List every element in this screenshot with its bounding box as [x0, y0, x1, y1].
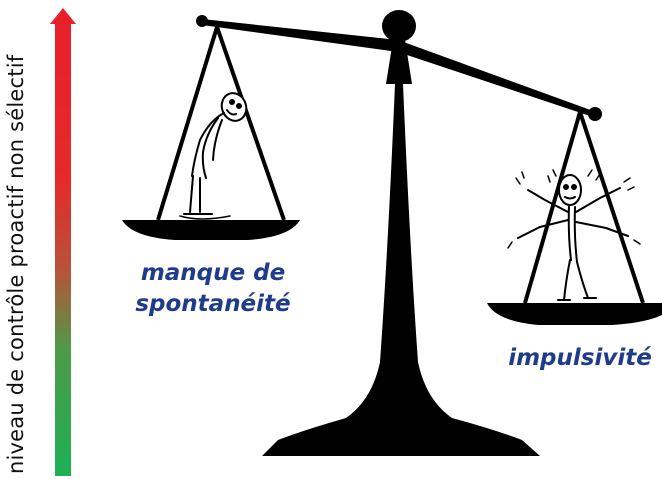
scale-beam	[196, 15, 602, 121]
agitated-stick-figure	[507, 169, 641, 301]
left-pan-caption: manque de spontanéité	[118, 258, 308, 320]
left-caption-line1: manque de	[140, 260, 286, 286]
right-pan-caption: impulsivité	[508, 345, 652, 371]
vertical-axis-arrow	[50, 8, 76, 476]
vertical-axis-label: niveau de contrôle proactif non sélectif	[4, 54, 28, 474]
slumped-stick-figure	[179, 92, 248, 225]
left-caption-line2: spontanéité	[135, 291, 291, 317]
right-pan	[487, 111, 662, 325]
left-pan	[122, 26, 300, 240]
